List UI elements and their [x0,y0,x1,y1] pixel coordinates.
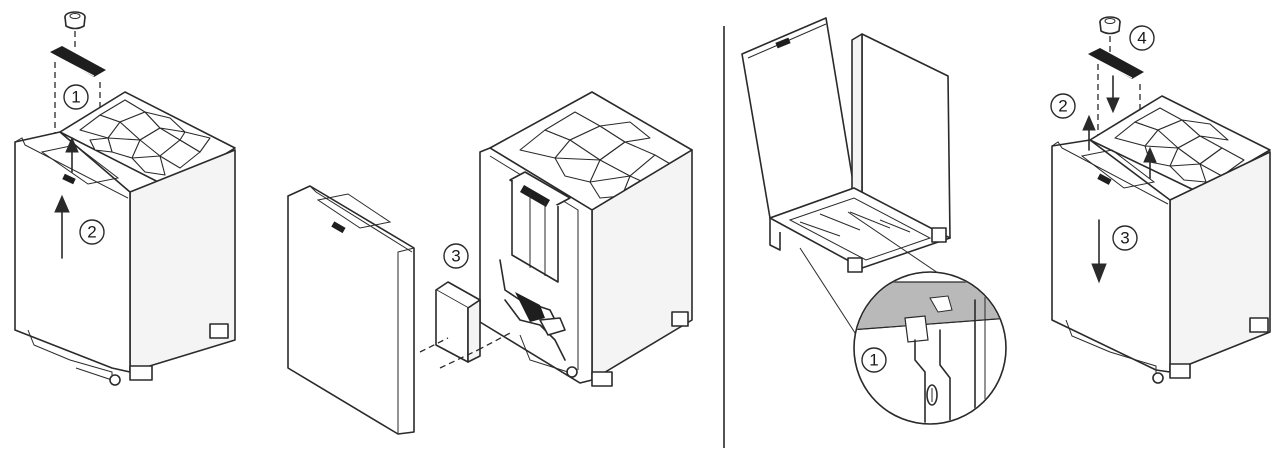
callout-4: 4 [1129,25,1155,51]
front-panel [1051,139,1171,373]
cover-plate [435,281,481,363]
figure-1-heater: 1 2 [14,11,236,386]
detail-magnifier [853,271,1007,425]
svg-text:1: 1 [869,351,878,370]
svg-text:2: 2 [1058,97,1067,116]
bracket-part [50,46,106,77]
svg-text:4: 4 [1137,29,1146,48]
callout-3: 3 [443,243,469,269]
callout-1: 1 [63,84,89,110]
svg-text:3: 3 [451,247,460,266]
stones [79,99,211,176]
loose-front-panel [287,185,415,435]
stones [519,111,673,199]
control-unit [499,171,578,378]
callout-1-detail: 1 [861,347,887,373]
knob-icon [64,11,86,30]
svg-text:1: 1 [71,88,80,107]
opened-panel [741,17,855,219]
figure-3-heater: 1 [741,17,1007,425]
knob-icon [1099,16,1121,35]
callout-3: 3 [1112,225,1138,251]
bracket-part [1088,48,1144,79]
callout-2: 2 [79,219,105,245]
svg-text:3: 3 [1120,229,1129,248]
stones [1114,107,1245,183]
callout-2: 2 [1050,93,1076,119]
svg-text:2: 2 [87,223,96,242]
figure-4-heater: 4 2 3 [1050,16,1271,384]
figure-2-heater: 3 [287,91,693,435]
